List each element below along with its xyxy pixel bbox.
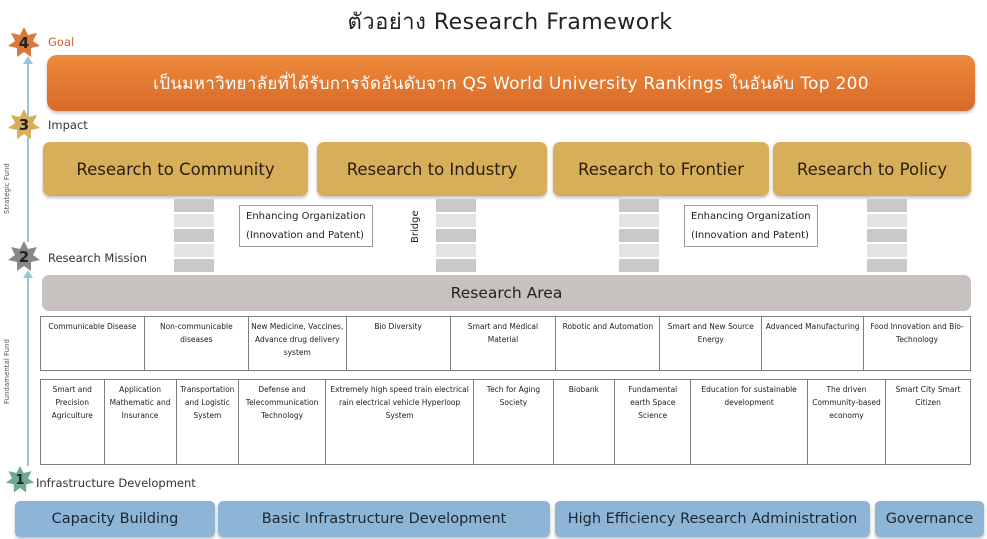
infra-capacity-building: Capacity Building: [15, 501, 215, 537]
area-cell: Non-communicable diseases: [143, 316, 249, 371]
area-cell: Fundamental earth Space Science: [614, 379, 692, 465]
infra-research-administration: High Efficiency Research Administration: [555, 501, 870, 537]
bridge-label: Bridge: [410, 210, 421, 243]
pillar-4: [867, 199, 907, 272]
research-area-bar: Research Area: [42, 275, 971, 311]
axis-arrow-lower: [23, 270, 33, 278]
level-1-label: Infrastructure Development: [36, 476, 196, 490]
area-cell: Smart and New Source Energy: [659, 316, 763, 371]
area-cell: Smart and Medical Material: [449, 316, 557, 371]
area-cell: The driven Community-based economy: [806, 379, 887, 465]
pillar-2: [436, 199, 476, 272]
area-cell: Communicable Disease: [40, 316, 145, 371]
area-cell: Robotic and Automation: [555, 316, 661, 371]
research-areas-row1: Communicable Disease Non-communicable di…: [40, 316, 971, 371]
area-cell: Biobank: [552, 379, 616, 465]
axis-arrow-upper: [23, 56, 33, 64]
area-cell: Education for sustainable development: [690, 379, 808, 465]
axis-label-strategic: Strategic Fund: [3, 163, 11, 214]
level-3-star: 3: [7, 108, 41, 142]
area-cell: Defense and Telecommunication Technology: [238, 379, 326, 465]
enhancing-box-2: Enhancing Organization (Innovation and P…: [684, 205, 818, 247]
level-2-label: Research Mission: [48, 251, 148, 265]
area-cell: Smart and Precision Agriculture: [40, 379, 105, 465]
area-cell: Application Mathematic and Insurance: [103, 379, 177, 465]
area-cell: Smart City Smart Citizen: [885, 379, 971, 465]
area-cell: Extremely high speed train electrical ra…: [324, 379, 475, 465]
level-2-star: 2: [7, 240, 41, 274]
axis-line-upper: [27, 62, 29, 242]
infra-basic-development: Basic Infrastructure Development: [218, 501, 550, 537]
area-cell: Tech for Aging Society: [473, 379, 554, 465]
level-4-label: Goal: [48, 35, 75, 49]
infra-governance: Governance: [875, 501, 984, 537]
area-cell: Food Innovation and Bio-Technology: [863, 316, 971, 371]
level-3-label: Impact: [48, 118, 88, 132]
goal-box: เป็นมหาวิทยาลัยที่ได้รับการจัดอันดับจาก …: [47, 55, 975, 111]
area-cell: New Medicine, Vaccines, Advance drug del…: [247, 316, 347, 371]
impact-community: Research to Community: [43, 142, 308, 196]
axis-label-fundamental: Fundamental Fund: [3, 339, 11, 404]
area-cell: Transportation and Logistic System: [175, 379, 240, 465]
pillar-3: [619, 199, 659, 272]
diagram-title: ตัวอย่าง Research Framework: [347, 10, 673, 35]
impact-frontier: Research to Frontier: [553, 142, 769, 196]
impact-policy: Research to Policy: [773, 142, 971, 196]
level-1-star: 1: [5, 465, 39, 499]
enhancing-box-1: Enhancing Organization (Innovation and P…: [239, 205, 373, 247]
area-cell: Advanced Manufacturing: [761, 316, 865, 371]
pillar-1: [174, 199, 214, 272]
axis-line-lower: [27, 276, 29, 466]
impact-industry: Research to Industry: [317, 142, 547, 196]
area-cell: Bio Diversity: [345, 316, 451, 371]
research-areas-row2: Smart and Precision Agriculture Applicat…: [40, 379, 971, 465]
level-4-star: 4: [7, 26, 41, 60]
